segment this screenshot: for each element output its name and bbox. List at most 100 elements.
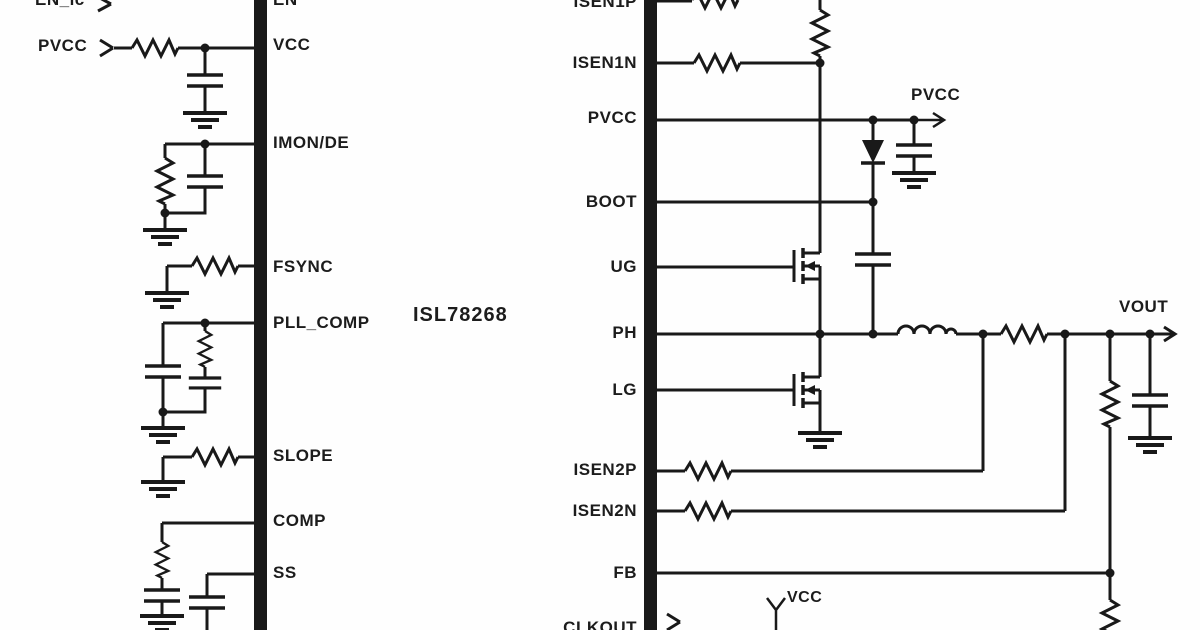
pin-label-isen1p: ISEN1P	[573, 0, 637, 11]
vcc-input-network	[99, 38, 254, 129]
resistor	[190, 447, 240, 467]
resistor	[1100, 379, 1120, 429]
pin-label-isen2p: ISEN2P	[573, 460, 637, 479]
soft-start-network	[187, 572, 254, 630]
wire	[657, 120, 875, 204]
capacitor	[142, 588, 182, 603]
fsync-network	[143, 256, 254, 309]
capacitor	[853, 252, 893, 267]
capacitor	[894, 143, 934, 158]
pvcc-rail-network	[657, 111, 947, 189]
connector-chevron-icon	[666, 612, 681, 630]
output-capacitor	[1126, 334, 1174, 454]
pin-label-fsync: FSYNC	[273, 257, 334, 276]
imon-rc-network	[141, 138, 254, 246]
net-label-vcc-pullup: VCC	[787, 589, 823, 606]
enable-input-connector	[97, 0, 112, 13]
net-label-en-ic: EN_ic	[35, 0, 85, 8]
capacitor	[185, 73, 225, 88]
pin-label-pvcc: PVCC	[587, 108, 637, 127]
slope-network	[139, 447, 254, 498]
diode	[862, 140, 884, 163]
ic-right-edge	[644, 0, 657, 630]
ground-symbol	[138, 614, 186, 630]
schematic-strokes	[97, 0, 1178, 630]
output-power-stage	[657, 324, 1178, 344]
mosfet-leads	[803, 63, 822, 334]
capacitor	[187, 595, 227, 610]
wire	[161, 455, 254, 482]
ground-symbol	[796, 431, 844, 449]
wire	[657, 0, 822, 65]
wire	[205, 572, 254, 630]
low-side-mosfet	[657, 328, 844, 449]
junction-dot	[159, 207, 171, 219]
isen2-network	[657, 334, 1067, 521]
junction-dot	[908, 114, 920, 126]
ground-symbol	[139, 480, 187, 498]
resistor	[690, 0, 740, 10]
isen1-network	[657, 0, 830, 73]
vcc-supply-icon	[766, 597, 786, 630]
wire	[657, 334, 1112, 600]
clkout-network	[666, 597, 786, 630]
junction-dot	[157, 406, 169, 418]
resistor	[810, 8, 830, 58]
ground-symbol	[1126, 436, 1174, 454]
pin-label-en: EN	[273, 0, 298, 8]
capacitor	[1130, 393, 1170, 408]
net-label-vout: VOUT	[1119, 297, 1169, 316]
pin-label-isen1n: ISEN1N	[572, 53, 637, 72]
wire	[160, 521, 254, 616]
pll-comp-network	[139, 317, 254, 444]
connector-chevron-icon	[99, 38, 114, 58]
pin-label-ss: SS	[273, 563, 297, 582]
capacitor	[187, 376, 223, 390]
pin-label-clkout: CLKOUT	[563, 618, 637, 630]
pin-label-imon-de: IMON/DE	[273, 133, 350, 152]
net-label-pvcc-rail: PVCC	[911, 85, 961, 104]
mosfet-body-arrow-icon	[805, 385, 815, 395]
pin-label-boot: BOOT	[585, 192, 637, 211]
resistor	[692, 53, 742, 73]
resistor	[190, 256, 240, 276]
feedback-divider	[657, 334, 1120, 630]
pin-label-ug: UG	[610, 257, 637, 276]
wire	[657, 334, 1067, 513]
capacitor	[143, 364, 183, 379]
pvcc-arrow-icon	[914, 111, 947, 129]
connector-chevron-icon	[97, 0, 112, 13]
mosfet-leads	[803, 334, 822, 433]
pin-label-pll-comp: PLL_COMP	[273, 313, 370, 332]
pin-label-fb: FB	[613, 563, 637, 582]
resistor	[130, 38, 180, 58]
resistor	[683, 461, 733, 481]
junction-dot	[199, 42, 211, 54]
ground-symbol	[141, 228, 189, 246]
ic-part-number: ISL78268	[413, 304, 508, 326]
comp-network	[138, 521, 254, 630]
pin-label-slope: SLOPE	[273, 446, 334, 465]
resistor	[1100, 598, 1120, 630]
pin-label-vcc: VCC	[273, 35, 311, 54]
pin-label-lg: LG	[612, 380, 637, 399]
ground-symbol	[143, 291, 191, 309]
junction-dot	[199, 138, 211, 150]
resistor	[197, 329, 213, 369]
resistor	[154, 540, 170, 580]
net-label-pvcc-input: PVCC	[38, 36, 88, 55]
pin-label-comp: COMP	[273, 511, 326, 530]
mosfet-body-arrow-icon	[805, 261, 815, 271]
resistor	[155, 156, 175, 206]
vout-arrow-icon	[1163, 325, 1178, 343]
ground-symbol	[890, 171, 938, 189]
ic-left-edge	[254, 0, 267, 630]
capacitor	[185, 174, 225, 189]
resistor	[683, 501, 733, 521]
junction-dot	[867, 196, 879, 208]
inductor	[896, 324, 958, 335]
wire	[165, 264, 254, 293]
wire	[114, 46, 254, 113]
